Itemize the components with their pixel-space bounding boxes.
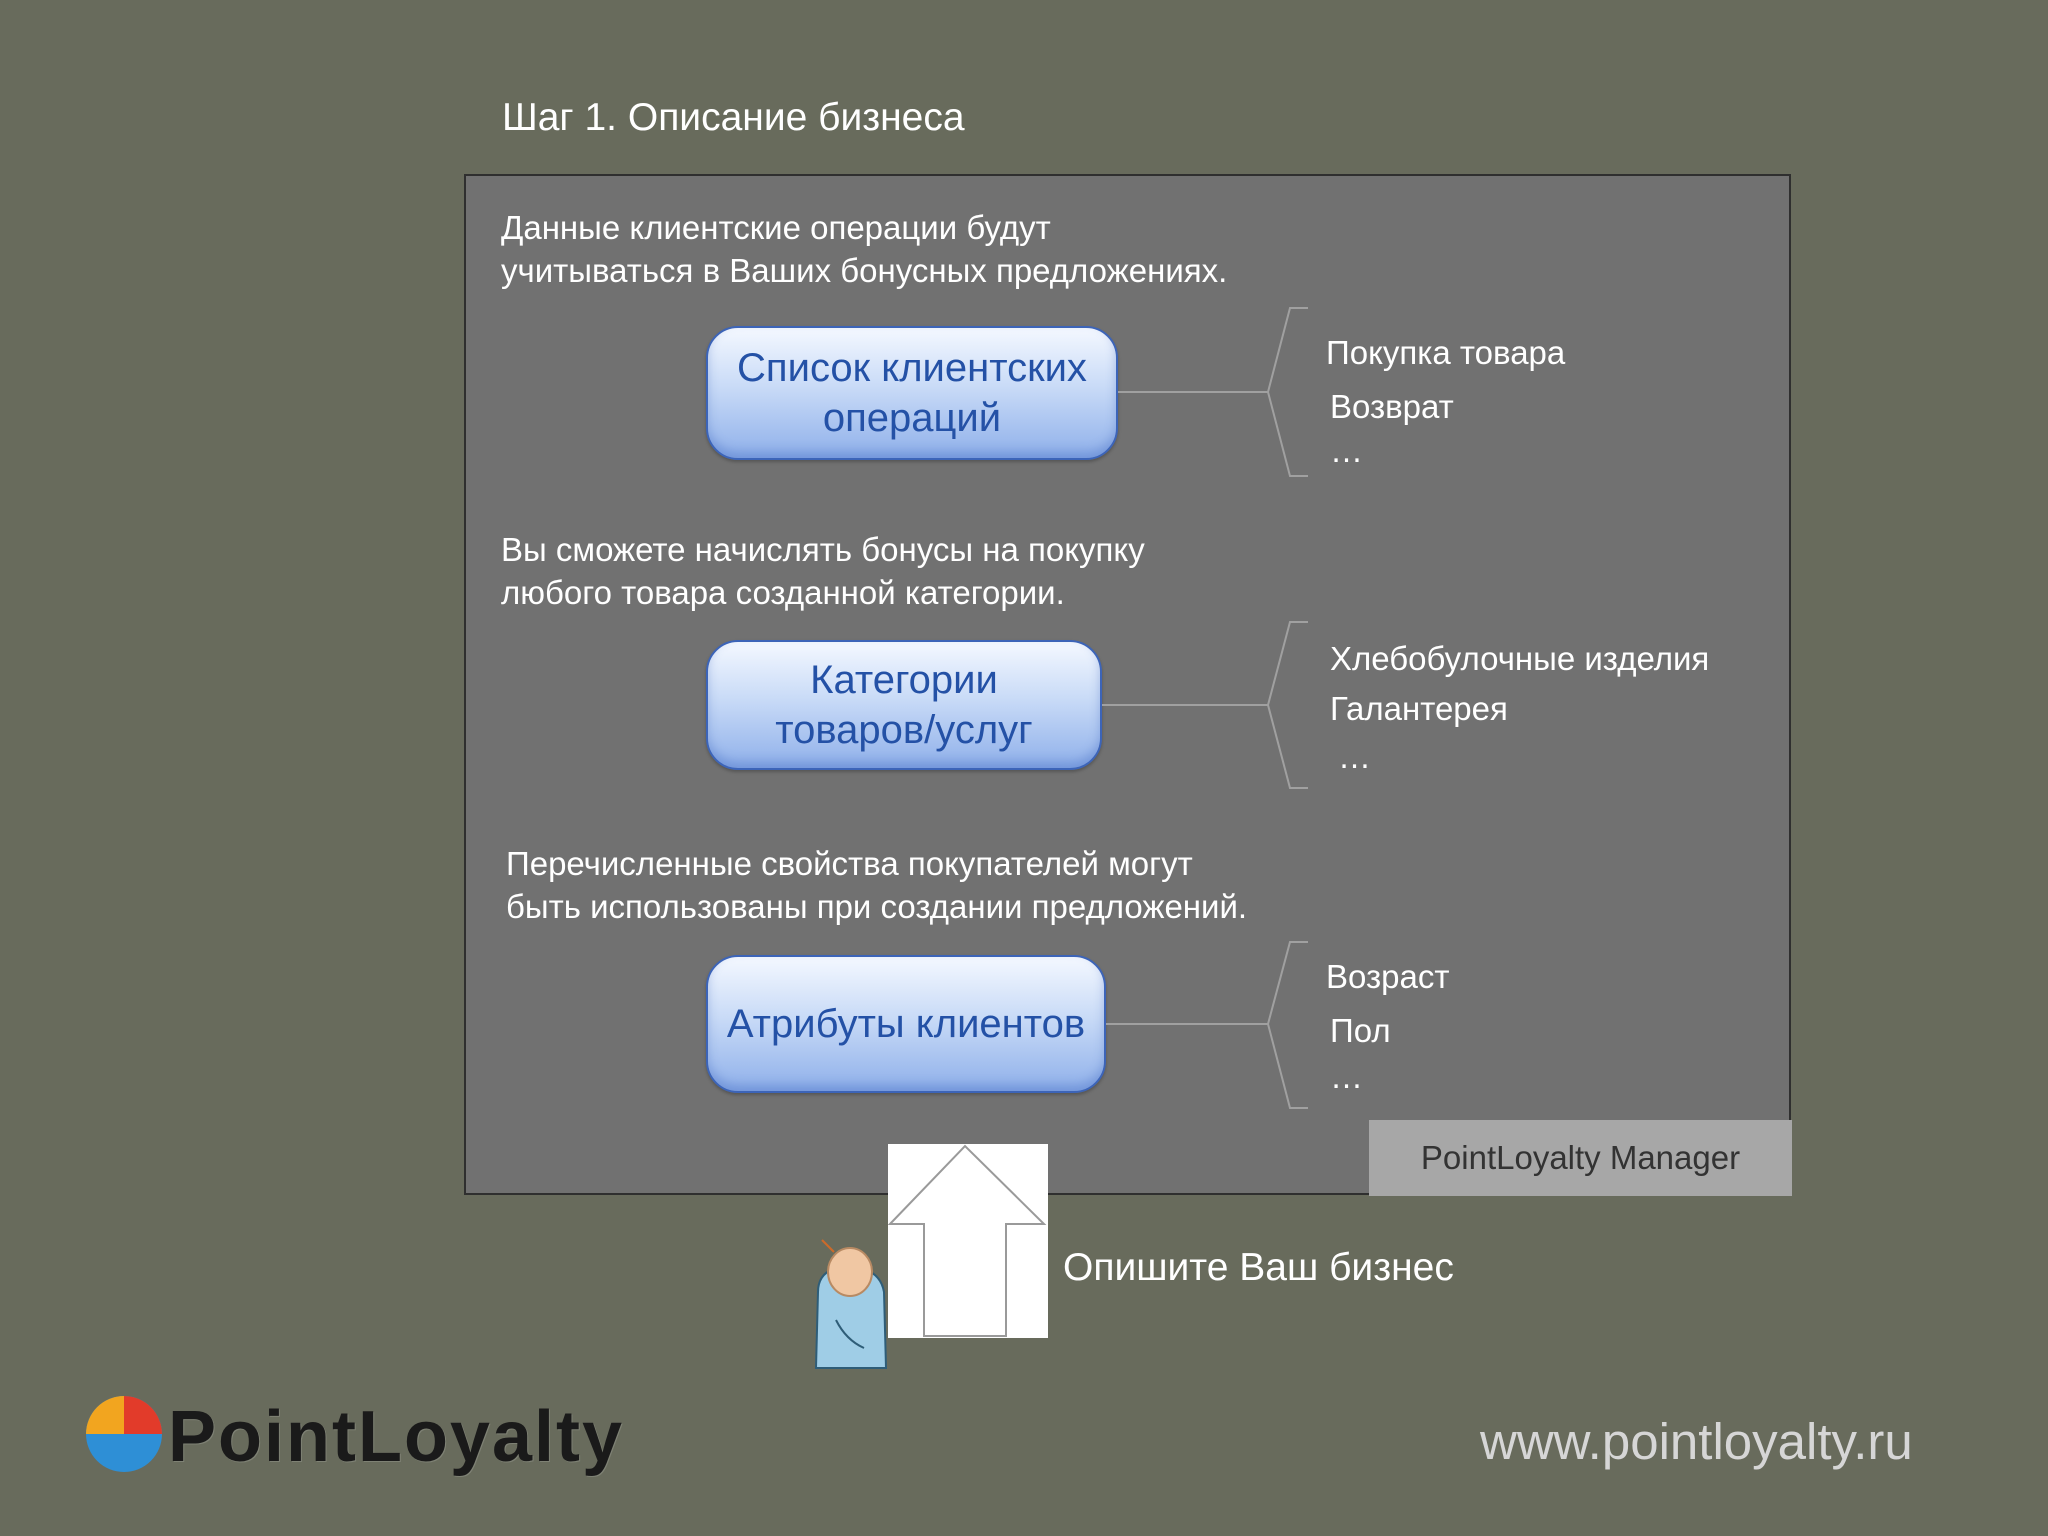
list-item: …: [1338, 738, 1371, 775]
description-line: Вы сможете начислять бонусы на покупку: [501, 531, 1145, 568]
section-3-description: Перечисленные свойства покупателей могут…: [506, 842, 1247, 928]
cta-text: Опишите Ваш бизнес: [1063, 1246, 1454, 1289]
page-title: Шаг 1. Описание бизнеса: [502, 96, 965, 139]
section-1-description: Данные клиентские операции будут учитыва…: [501, 206, 1227, 292]
list-item: Возраст: [1326, 958, 1450, 995]
description-line: Данные клиентские операции будут: [501, 209, 1051, 246]
description-line: Перечисленные свойства покупателей могут: [506, 845, 1193, 882]
list-item: Хлебобулочные изделия: [1330, 640, 1710, 677]
website-link[interactable]: www.pointloyalty.ru: [1480, 1413, 1913, 1470]
logo-text: PointLoyalty: [168, 1397, 625, 1477]
box-label-line: Категории: [810, 658, 998, 702]
list-item: Покупка товара: [1326, 334, 1566, 371]
client-attributes-box: Атрибуты клиентов: [706, 955, 1106, 1093]
up-arrow-icon: [888, 1144, 1048, 1338]
box-label-line: операций: [822, 396, 1002, 440]
user-icon: [814, 1239, 888, 1369]
pointloyalty-logo-icon: [86, 1396, 162, 1472]
section-2-description: Вы сможете начислять бонусы на покупку л…: [501, 528, 1145, 614]
connector-line: [1106, 941, 1308, 1109]
connector-line: [1102, 621, 1308, 789]
description-line: любого товара созданной категории.: [501, 574, 1065, 611]
description-line: учитываться в Ваших бонусных предложения…: [501, 252, 1228, 289]
box-label-line: Атрибуты клиентов: [726, 1002, 1086, 1046]
box-label-line: товаров/услуг: [775, 708, 1033, 752]
list-item: Возврат: [1330, 388, 1454, 425]
client-operations-box: Список клиентских операций: [706, 326, 1118, 460]
manager-label: PointLoyalty Manager: [1369, 1120, 1792, 1196]
list-item: …: [1330, 1058, 1363, 1095]
connector-line: [1118, 307, 1308, 477]
list-item: …: [1330, 432, 1363, 469]
list-item: Галантерея: [1330, 690, 1508, 727]
product-categories-box: Категории товаров/услуг: [706, 640, 1102, 770]
box-label-line: Список клиентских: [737, 346, 1087, 390]
list-item: Пол: [1330, 1012, 1391, 1049]
description-line: быть использованы при создании предложен…: [506, 888, 1248, 925]
